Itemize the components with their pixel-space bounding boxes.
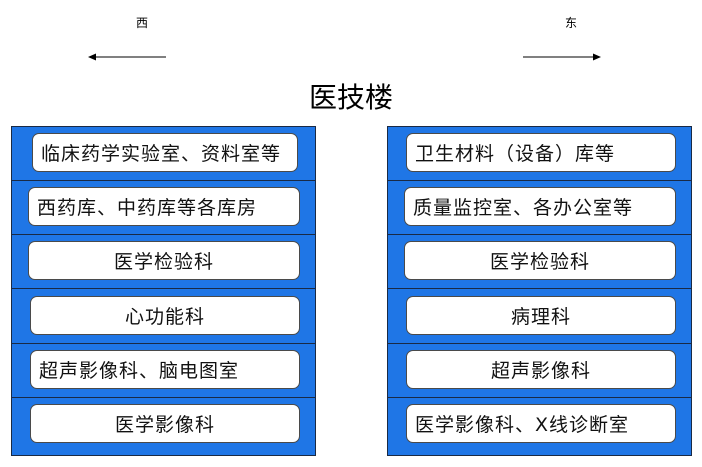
east-floor-row: 病理科 (388, 290, 691, 344)
west-label: 西 (136, 16, 149, 30)
west-floor-row: 临床药学实验室、资料室等 (12, 127, 315, 181)
building-title: 医技楼 (308, 81, 393, 114)
east-room-2: 质量监控室、各办公室等 (404, 187, 676, 226)
east-floor-row: 卫生材料（设备）库等 (388, 127, 691, 181)
east-floor-row: 医学检验科 (388, 235, 691, 289)
west-floor-row: 西药库、中药库等各库房 (12, 181, 315, 235)
west-floor-row: 超声影像科、脑电图室 (12, 344, 315, 398)
east-floor-row: 质量监控室、各办公室等 (388, 181, 691, 235)
west-room-6: 医学影像科 (30, 404, 300, 443)
east-room-1: 卫生材料（设备）库等 (406, 133, 676, 172)
west-floor-row: 医学影像科 (12, 398, 315, 452)
east-room-5: 超声影像科 (406, 350, 676, 389)
east-room-4: 病理科 (406, 296, 676, 335)
west-room-5: 超声影像科、脑电图室 (30, 350, 300, 389)
east-room-6: 医学影像科、X线诊断室 (406, 404, 676, 443)
east-room-3: 医学检验科 (404, 241, 676, 280)
west-room-1: 临床药学实验室、资料室等 (32, 133, 298, 172)
west-room-4: 心功能科 (30, 296, 300, 335)
east-arrow-icon (523, 53, 601, 61)
west-arrow-icon (88, 53, 166, 61)
east-wing: 卫生材料（设备）库等 质量监控室、各办公室等 医学检验科 病理科 超声影像科 医… (387, 126, 692, 456)
west-wing: 临床药学实验室、资料室等 西药库、中药库等各库房 医学检验科 心功能科 超声影像… (11, 126, 316, 456)
west-room-3: 医学检验科 (28, 241, 300, 280)
east-label: 东 (565, 16, 578, 30)
east-floor-row: 医学影像科、X线诊断室 (388, 398, 691, 452)
west-floor-row: 心功能科 (12, 290, 315, 344)
west-room-2: 西药库、中药库等各库房 (28, 187, 300, 226)
east-floor-row: 超声影像科 (388, 344, 691, 398)
west-floor-row: 医学检验科 (12, 235, 315, 289)
